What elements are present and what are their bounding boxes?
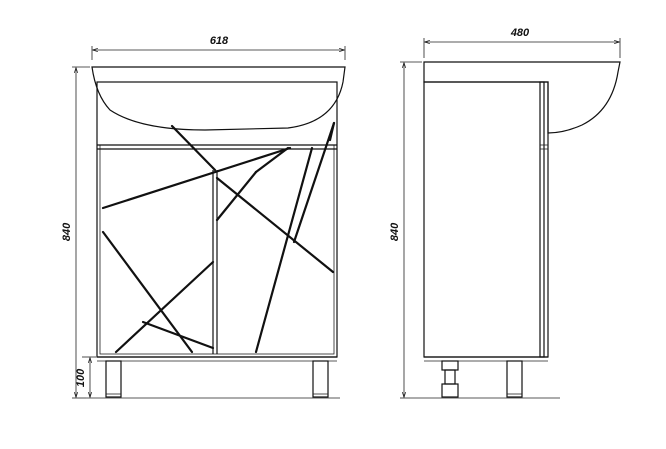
front-width-label: 618 [210,35,229,47]
front-width-dimension: 618 [91,35,346,60]
side-depth-label: 480 [510,27,530,39]
side-leg-back [441,360,459,371]
side-height-label: 840 [389,222,401,241]
front-sink-basin [91,66,346,131]
side-view [410,61,621,399]
leg-height-label: 100 [75,368,87,387]
front-height-label: 840 [61,222,73,241]
side-height-dimension: 840 [389,61,422,399]
side-cabinet-body [423,81,545,358]
front-height-dimension: 840 [61,66,90,399]
side-sink-profile [423,61,621,134]
front-leg-left [105,360,122,398]
side-depth-dimension: 480 [423,27,621,58]
front-view [86,66,346,399]
front-decor-lines [101,121,336,354]
leg-height-dimension: 100 [75,356,96,397]
side-leg-front [506,360,523,398]
front-leg-right [312,360,329,398]
